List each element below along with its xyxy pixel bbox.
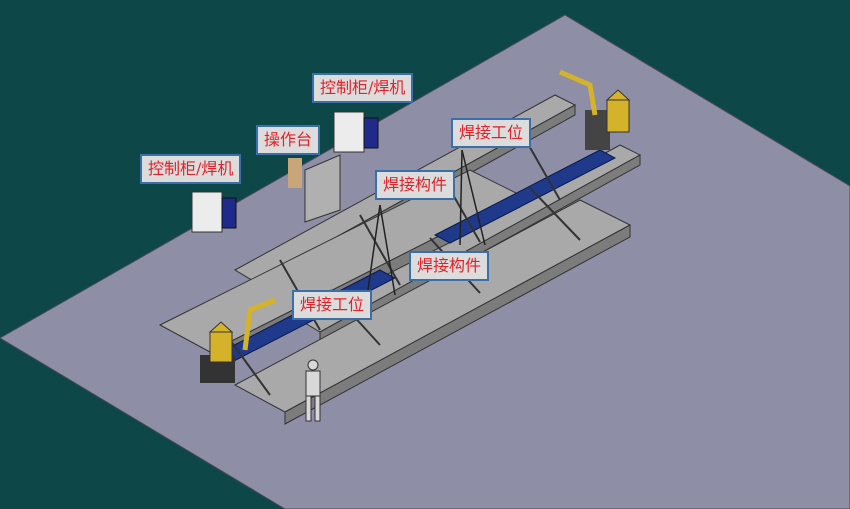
- robot-upper: [559, 69, 631, 150]
- label-weld-part-1: 焊接构件: [375, 170, 456, 200]
- robot-lower: [200, 297, 276, 383]
- label-welding-station-1: 焊接工位: [451, 118, 532, 148]
- label-welding-station-2: 焊接工位: [292, 290, 373, 320]
- control-cabinet-1: [191, 191, 237, 233]
- worker-figure: [305, 359, 321, 422]
- label-control-cabinet-1: 控制柜/焊机: [140, 154, 242, 184]
- operator-console: [288, 154, 341, 223]
- control-cabinet-2: [333, 111, 379, 153]
- label-control-cabinet-2: 控制柜/焊机: [312, 73, 414, 103]
- label-weld-part-2: 焊接构件: [409, 251, 490, 281]
- lift-lines: [367, 149, 486, 296]
- label-operator-station: 操作台: [256, 125, 321, 155]
